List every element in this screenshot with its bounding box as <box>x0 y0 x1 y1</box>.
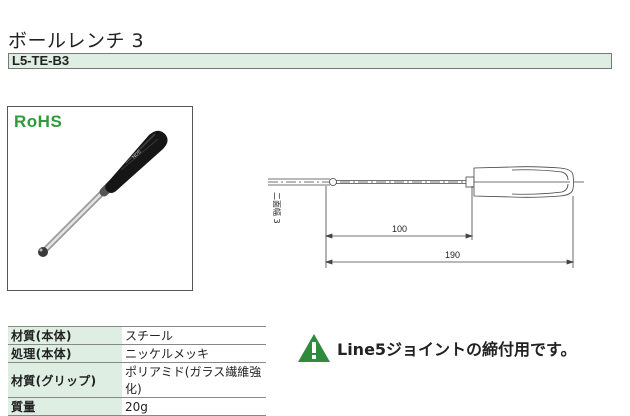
spec-value: 20g <box>122 397 266 416</box>
warning-icon <box>298 334 330 362</box>
product-title: ボールレンチ 3 <box>8 30 145 52</box>
hex-width-label: 二面幅 3 <box>272 192 282 224</box>
spec-value: スチール <box>122 326 266 345</box>
usage-note-text: Line5ジョイントの締付用です。 <box>337 340 577 359</box>
dimension-190: 190 <box>445 250 460 260</box>
spec-table: 材質(本体) スチール 処理(本体) ニッケルメッキ 材質(グリップ) ポリアミ… <box>8 326 266 416</box>
spec-key: 処理(本体) <box>8 344 122 363</box>
spec-row: 質量 20g <box>8 397 266 416</box>
spec-value: ポリアミド(ガラス繊維強化) <box>122 362 266 398</box>
spec-row: 材質(本体) スチール <box>8 326 266 345</box>
usage-note: Line5ジョイントの締付用です。 <box>297 333 576 363</box>
spec-key: 材質(グリップ) <box>8 362 122 398</box>
ball-wrench-photo-illustration: NDE <box>38 130 168 257</box>
rohs-badge: RoHS <box>14 112 63 131</box>
product-code: L5-TE-B3 <box>12 53 70 68</box>
spec-key: 質量 <box>8 397 122 416</box>
technical-drawing: 二面幅 3 100 190 <box>268 166 584 268</box>
product-code-bar: L5-TE-B3 <box>8 53 612 69</box>
spec-row: 材質(グリップ) ポリアミド(ガラス繊維強化) <box>8 362 266 398</box>
dimension-100: 100 <box>392 224 407 234</box>
product-photo: RoHS NDE <box>7 106 193 291</box>
spec-value: ニッケルメッキ <box>122 344 266 363</box>
spec-row: 処理(本体) ニッケルメッキ <box>8 344 266 363</box>
spec-key: 材質(本体) <box>8 326 122 345</box>
